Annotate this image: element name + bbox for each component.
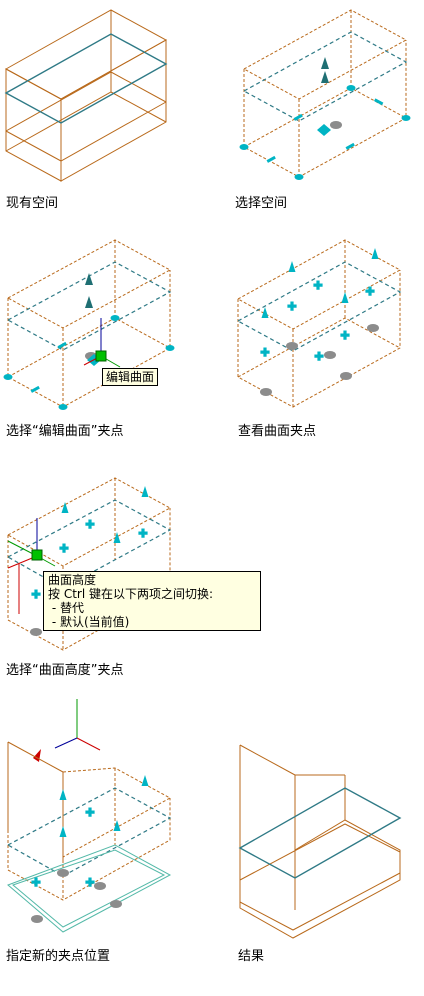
location-grip-icon[interactable] <box>317 124 331 136</box>
caption-select-space: 选择空间 <box>235 196 288 211</box>
panel-3-edit-surface-grip <box>3 239 175 410</box>
caption-view-surface-grips: 查看曲面夹点 <box>238 424 317 439</box>
panel-2-select-space <box>239 9 411 180</box>
rotation-grip-icon[interactable] <box>330 121 342 129</box>
panel-1-existing-space <box>4 9 168 182</box>
ucs-cursor-icon <box>54 699 101 751</box>
edit-surface-grip-icon[interactable] <box>95 350 107 362</box>
height-grip-icon[interactable] <box>321 57 329 69</box>
caption-specify-new-grip-location: 指定新的夹点位置 <box>6 949 111 964</box>
surface-height-tooltip: 曲面高度 按 Ctrl 键在以下两项之间切换: - 替代 - 默认(当前值) <box>43 571 261 631</box>
caption-select-edit-surface-grip: 选择“编辑曲面”夹点 <box>6 424 124 439</box>
edit-surface-tooltip: 编辑曲面 <box>102 368 159 386</box>
caption-existing-space: 现有空间 <box>6 196 59 211</box>
tooltip-option-override: - 替代 <box>48 601 84 615</box>
tooltip-option-default: - 默认(当前值) <box>48 615 130 629</box>
caption-result: 结果 <box>238 949 265 964</box>
surface-height-grip-icon[interactable] <box>31 549 43 561</box>
panel-6-new-location <box>6 699 172 933</box>
panel-7-result <box>238 744 402 939</box>
caption-select-surface-height-grip: 选择“曲面高度”夹点 <box>6 663 124 678</box>
tooltip-title: 曲面高度 <box>48 573 97 587</box>
space-grips <box>239 57 411 180</box>
height-grip-icon[interactable] <box>321 71 329 83</box>
panel-4-surface-grips <box>236 239 402 408</box>
tooltip-ctrl-hint: 按 Ctrl 键在以下两项之间切换: <box>48 587 214 601</box>
